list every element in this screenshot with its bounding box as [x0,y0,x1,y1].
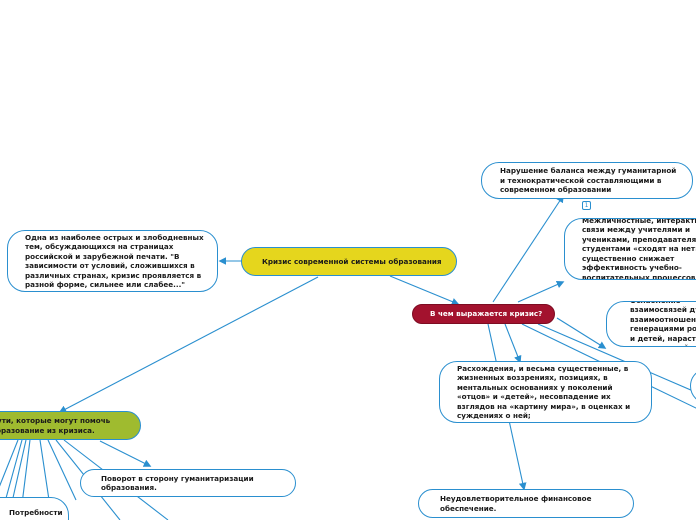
differences-text: Расхождения, и весьма существенные, в жи… [457,363,631,421]
link-ways-humanization [99,440,152,467]
balance-text: Нарушение баланса между гуманитарной и т… [500,166,677,195]
central-node[interactable]: Кризис современной системы образования [241,247,457,276]
question-text: В чем выражается кризис? [430,309,543,319]
relations-node[interactable]: Межличностные, интерактивные связи между… [564,218,696,280]
finance-text: Неудовлетворительное финансовое обеспече… [440,494,592,513]
question-node[interactable]: В чем выражается кризис? [412,304,555,324]
link-central-question [389,275,460,306]
differences-node[interactable]: Расхождения, и весьма существенные, в жи… [439,361,652,423]
relations-text: Межличностные, интерактивные связи между… [582,218,696,280]
balance-node[interactable]: Нарушение баланса между гуманитарной и т… [481,162,693,199]
context-text: Одна из наиболее острых и злободневных т… [25,232,204,290]
humanization-text: Поворот в сторону гуманитаризации образо… [101,473,254,493]
link-ways-child-6 [47,439,77,501]
link-question-differences [504,323,522,364]
central-text: Кризис современной системы образования [262,256,442,266]
link-question-right-1 [537,323,696,393]
link-question-relations [517,280,565,303]
weakening-node[interactable]: Ослабление взаимосвязей духовных взаимоо… [606,301,696,347]
needs-text: Потребности [9,508,63,518]
collapsed-count-badge[interactable]: 1 [582,201,591,210]
link-question-weakening [556,317,607,349]
ways-text: Пути, которые могут помочь образование и… [0,416,111,435]
link-ways-child-1 [0,439,19,487]
weakening-text: Ослабление взаимосвязей духовных взаимоо… [630,302,696,346]
context-node[interactable]: Одна из наиболее острых и злободневных т… [7,230,218,292]
link-question-balance [492,194,564,303]
ways-node[interactable]: Пути, которые могут помочь образование и… [0,411,141,440]
needs-node[interactable]: Потребности [0,497,69,520]
humanization-node[interactable]: Поворот в сторону гуманитаризации образо… [80,469,296,497]
link-central-ways [58,276,319,413]
finance-node[interactable]: Неудовлетворительное финансовое обеспече… [418,489,634,518]
